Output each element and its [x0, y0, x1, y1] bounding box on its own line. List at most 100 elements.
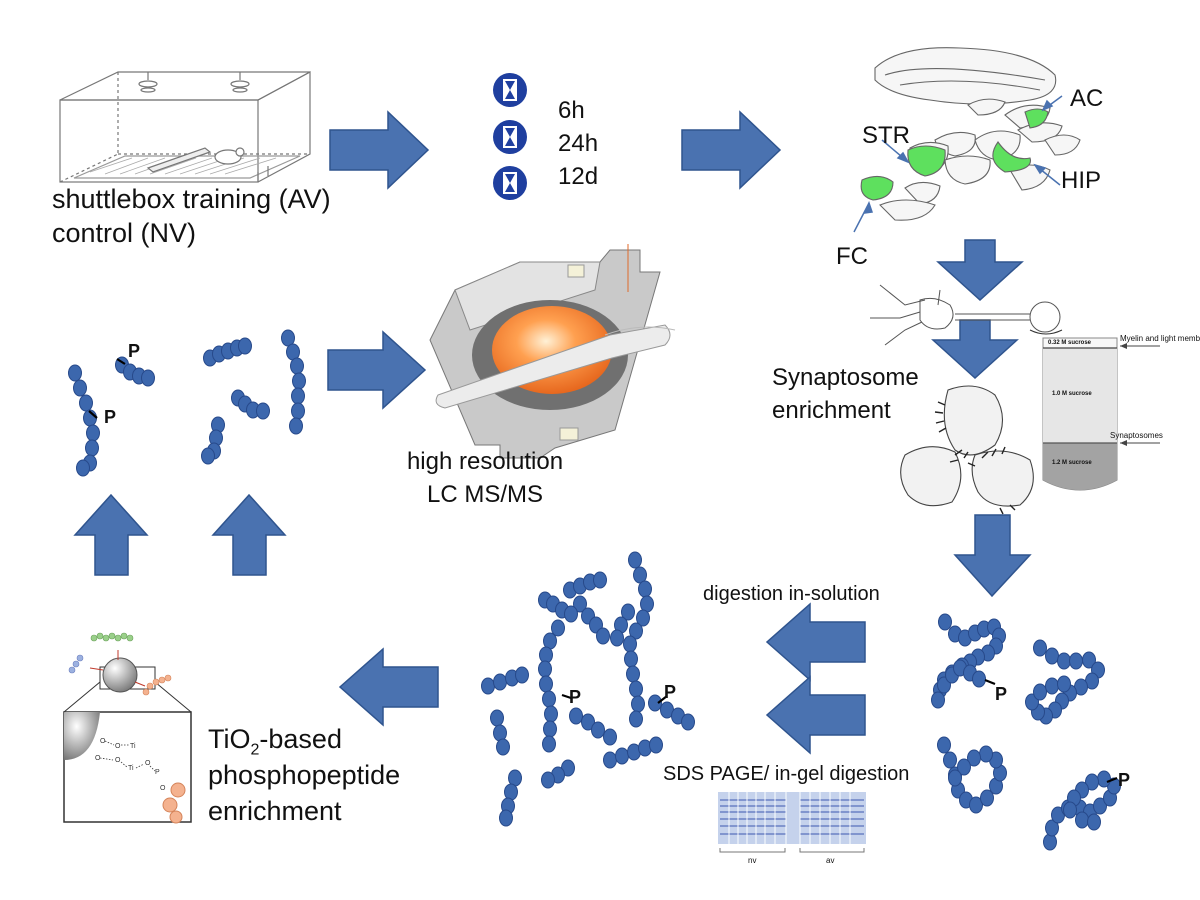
peptide-bead [1087, 813, 1101, 831]
myelin-label: Myelin and light membranes [1120, 334, 1200, 343]
gradient-10-label: 1.0 M sucrose [1052, 391, 1092, 397]
control-label: control (NV) [52, 218, 197, 248]
peptide-bead [73, 379, 87, 397]
synaptosomes-fraction-label: Synaptosomes [1110, 431, 1163, 440]
peptide-bead [610, 629, 624, 647]
region-str-label: STR [862, 122, 910, 149]
phospho-site-label: P [664, 682, 677, 702]
peptide-bead [481, 677, 495, 695]
peptide-bead [515, 666, 529, 684]
phospho-tick-marks [88, 358, 1118, 784]
peptide-bead [290, 357, 304, 375]
hourglass-icon [493, 120, 527, 154]
svg-text:O: O [115, 757, 121, 764]
svg-text:O: O [115, 743, 121, 750]
neuron-illustration [870, 284, 1063, 346]
svg-text:P: P [155, 769, 160, 776]
peptide-bead [628, 551, 642, 569]
phospho-site-label: P [128, 341, 141, 361]
peptide-bead [1057, 675, 1071, 693]
ms-label-line1: high resolution [406, 448, 564, 475]
synaptosome-label-line1: Synaptosome [772, 364, 919, 391]
peptide-bead [1075, 811, 1089, 829]
peptide-bead [1033, 683, 1047, 701]
sucrose-gradient-tube [1042, 337, 1160, 491]
peptide-bead [1085, 773, 1099, 791]
peptide-bead [85, 439, 99, 457]
peptide-bead [542, 735, 556, 753]
synaptosome-illustration [900, 385, 1034, 515]
peptide-bead [238, 337, 252, 355]
phospho-site-label: P [995, 684, 1008, 704]
in-gel-digestion-label: SDS PAGE/ in-gel digestion [663, 763, 910, 785]
peptide-bead [291, 387, 305, 405]
peptide-bead [967, 749, 981, 767]
arrow-time-to-brain [681, 110, 782, 190]
arrow-up-right [211, 493, 287, 576]
arrow-synaptosome-down [931, 319, 1019, 380]
peptide-bead [551, 619, 565, 637]
peptide-bead [538, 660, 552, 678]
svg-text:O: O [160, 785, 166, 792]
shuttlebox-illustration [59, 70, 311, 183]
sds-gel-image [718, 792, 866, 853]
peptide-bead [544, 705, 558, 723]
tio2-label-line3: enrichment [208, 796, 342, 826]
gel-lane-nv: nv [748, 856, 757, 865]
hourglass-icon [493, 166, 527, 200]
peptide-bead [629, 680, 643, 698]
arrow-training-to-time [329, 110, 430, 190]
peptide-bead [1063, 801, 1077, 819]
arrow-to-tio2 [338, 647, 439, 727]
peptide-bead [543, 720, 557, 738]
peptide-bead [938, 613, 952, 631]
peptide-bead [1045, 677, 1059, 695]
brain-dissection-illustration [860, 47, 1081, 221]
orbitrap-illustration [429, 244, 676, 459]
peptide-bead [291, 402, 305, 420]
peptide-bead [629, 622, 643, 640]
arrow-peptides-to-ms [327, 330, 427, 410]
tio2-label-line1: TiO2-based [208, 724, 342, 759]
peptide-bead [86, 424, 100, 442]
peptide-bead [79, 394, 93, 412]
peptide-bead [289, 417, 303, 435]
peptide-bead [1045, 647, 1059, 665]
peptide-bead [499, 809, 513, 827]
peptide-bead [623, 635, 637, 653]
region-pointer-lines [853, 95, 1063, 233]
peptide-bead [603, 728, 617, 746]
timepoint-6h: 6h [558, 97, 585, 124]
peptide-bead [980, 789, 994, 807]
peptide-bead [504, 783, 518, 801]
svg-text:Ti: Ti [130, 743, 136, 750]
peptide-bead [539, 675, 553, 693]
peptide-bead [626, 665, 640, 683]
tio2-label-line2: phosphopeptide [208, 760, 401, 790]
peptide-bead [581, 713, 595, 731]
peptide-bead [1069, 652, 1083, 670]
peptide-bead [1033, 639, 1047, 657]
peptide-bead [943, 751, 957, 769]
peptide-bead [542, 690, 556, 708]
hourglass-icon [493, 73, 527, 107]
peptide-bead [931, 691, 945, 709]
peptide-bead [631, 695, 645, 713]
peptide-bead [629, 710, 643, 728]
svg-text:O: O [100, 738, 106, 745]
peptide-bead [496, 738, 510, 756]
phospho-site-label: P [1118, 770, 1131, 790]
peptide-bead [201, 447, 215, 465]
peptide-bead [76, 459, 90, 477]
peptide-bead [969, 796, 983, 814]
peptide-bead [1057, 652, 1071, 670]
peptide-bead [1093, 797, 1107, 815]
peptide-bead [591, 721, 605, 739]
region-hip-label: HIP [1061, 167, 1102, 194]
synaptosome-label-line2: enrichment [772, 397, 891, 424]
peptide-bead [564, 605, 578, 623]
peptide-bead [681, 713, 695, 731]
peptide-bead [493, 724, 507, 742]
peptide-bead [648, 694, 662, 712]
